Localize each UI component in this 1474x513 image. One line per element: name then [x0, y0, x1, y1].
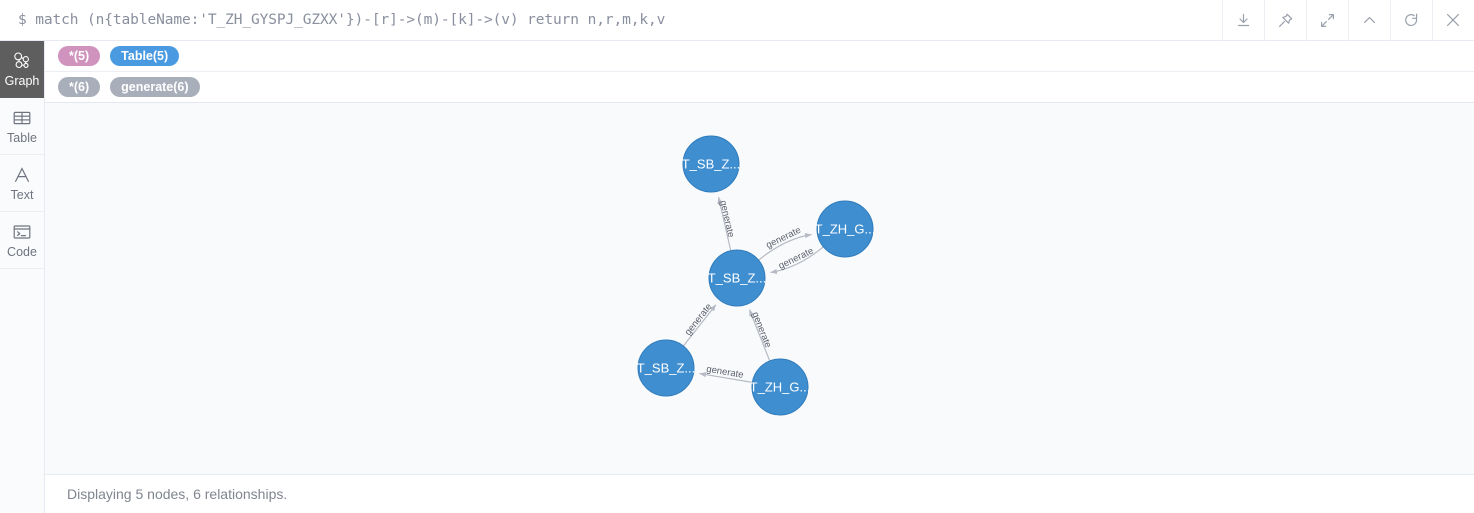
graph-node-label: T_ZH_G... — [750, 379, 811, 394]
graph-edge-label: generate — [777, 245, 816, 271]
status-text: Displaying 5 nodes, 6 relationships. — [67, 486, 288, 502]
graph-edge[interactable] — [748, 309, 771, 362]
sidebar-item-table[interactable]: Table — [0, 98, 44, 155]
pin-icon — [1277, 12, 1294, 29]
refresh-button[interactable] — [1390, 0, 1432, 41]
collapse-button[interactable] — [1348, 0, 1390, 41]
query-text[interactable]: $ match (n{tableName:'T_ZH_GYSPJ_GZXX'})… — [18, 12, 666, 28]
graph-node[interactable]: T_SB_Z... — [682, 135, 741, 193]
sidebar-item-code[interactable]: Code — [0, 212, 44, 269]
pin-button[interactable] — [1264, 0, 1306, 41]
close-button[interactable] — [1432, 0, 1474, 41]
download-icon — [1235, 12, 1252, 29]
legend-row-nodes: *(5) Table(5) — [45, 41, 1474, 72]
graph-edge[interactable] — [682, 304, 717, 347]
graph-edge[interactable] — [770, 246, 824, 275]
download-button[interactable] — [1222, 0, 1264, 41]
graph-node-circle[interactable] — [751, 358, 809, 416]
close-icon — [1444, 11, 1462, 29]
legend-chips-panel: *(5) Table(5) *(6) generate(6) — [45, 41, 1474, 103]
query-action-buttons — [1222, 0, 1474, 41]
graph-node[interactable]: T_SB_Z... — [708, 249, 767, 307]
status-bar: Displaying 5 nodes, 6 relationships. — [45, 474, 1474, 513]
chip-all-nodes[interactable]: *(5) — [58, 46, 101, 66]
graph-node-circle[interactable] — [816, 200, 874, 258]
refresh-icon — [1403, 12, 1420, 29]
graph-node-label: T_SB_Z... — [637, 360, 696, 375]
sidebar-item-graph[interactable]: Graph — [0, 41, 44, 98]
sidebar-item-text-label: Text — [10, 188, 34, 202]
sidebar-item-text[interactable]: Text — [0, 155, 44, 212]
expand-button[interactable] — [1306, 0, 1348, 41]
sidebar-item-code-label: Code — [7, 245, 37, 259]
query-bar: $ match (n{tableName:'T_ZH_GYSPJ_GZXX'})… — [0, 0, 1474, 41]
graph-edge[interactable] — [758, 232, 812, 261]
node-layer: T_SB_Z... T_ZH_G... T_SB_Z... T_SB_Z... T_ZH… — [637, 135, 876, 416]
chip-all-relationships[interactable]: *(6) — [58, 77, 101, 97]
view-mode-sidebar: Graph Table Text — [0, 41, 45, 513]
text-icon — [11, 164, 33, 186]
graph-edge-label: generate — [749, 311, 773, 350]
graph-node[interactable]: T_ZH_G... — [750, 358, 811, 416]
table-icon — [11, 107, 33, 129]
graph-node-circle[interactable] — [682, 135, 740, 193]
graph-icon — [11, 50, 33, 72]
legend-row-relationships: *(6) generate(6) — [45, 72, 1474, 103]
graph-node-label: T_SB_Z... — [682, 156, 741, 171]
chip-label-table[interactable]: Table(5) — [110, 46, 180, 66]
graph-node-label: T_ZH_G... — [815, 221, 876, 236]
graph-node[interactable]: T_SB_Z... — [637, 339, 696, 397]
chevron-up-icon — [1361, 12, 1378, 29]
sidebar-item-table-label: Table — [7, 131, 37, 145]
graph-edge[interactable] — [717, 196, 732, 251]
graph-edge[interactable] — [699, 372, 753, 383]
graph-node-circle[interactable] — [637, 339, 695, 397]
graph-node[interactable]: T_ZH_G... — [815, 200, 876, 258]
chip-reltype-generate[interactable]: generate(6) — [110, 77, 200, 97]
graph-node-label: T_SB_Z... — [708, 270, 767, 285]
graph-edge-label: generate — [717, 199, 736, 238]
code-icon — [11, 221, 33, 243]
sidebar-item-graph-label: Graph — [4, 74, 40, 88]
graph-edge-label: generate — [683, 301, 715, 337]
expand-icon — [1319, 12, 1336, 29]
graph-node-circle[interactable] — [708, 249, 766, 307]
